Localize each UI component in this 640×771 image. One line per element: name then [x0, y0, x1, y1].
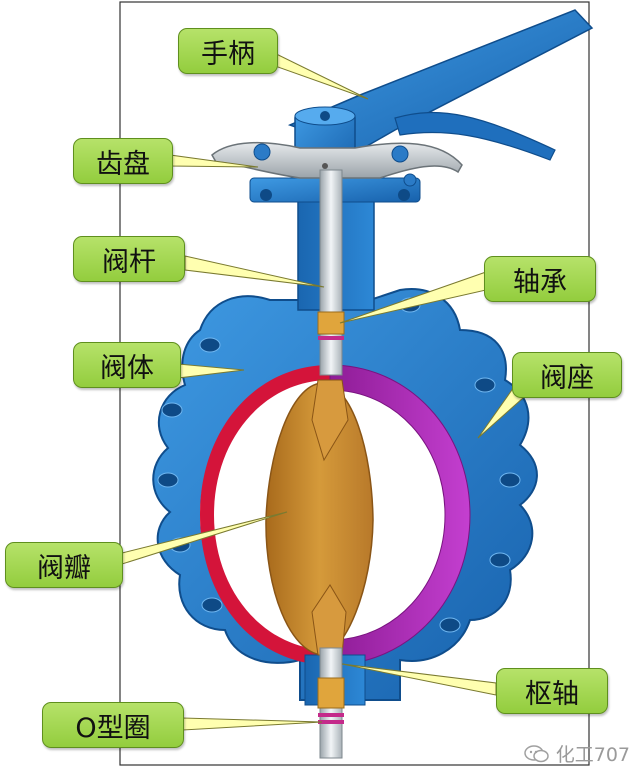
label-disc: 阀瓣: [5, 542, 123, 588]
bolt-hole: [474, 377, 496, 393]
disc: [265, 379, 374, 656]
gear-plate-bolt: [253, 143, 271, 161]
handle-trigger: [394, 111, 556, 161]
bolt-hole: [199, 337, 221, 353]
label-stem: 阀杆: [73, 236, 185, 282]
valve-body: [152, 288, 538, 706]
neck-bolt: [398, 189, 410, 201]
bolt-hole: [157, 472, 179, 488]
stem: [317, 169, 345, 376]
label-gear-plate: 齿盘: [73, 138, 173, 184]
label-body: 阀体: [73, 342, 181, 388]
gear-plate: [211, 141, 463, 187]
disc-upper-boss: [311, 379, 349, 462]
label-bearing: 轴承: [484, 256, 596, 302]
o-ring-lower: [318, 713, 344, 717]
label-seat: 阀座: [512, 352, 622, 398]
gear-plate-bolt: [403, 173, 417, 187]
gear-plate-hole: [322, 163, 328, 169]
leader-stem: [184, 255, 325, 288]
bolt-hole: [439, 617, 461, 633]
o-ring-lower-2: [318, 720, 344, 724]
bolt-hole: [499, 472, 521, 488]
bearing-lower: [317, 677, 345, 709]
o-ring-upper: [318, 336, 344, 340]
bearing-upper: [317, 311, 345, 335]
bolt-hole: [489, 552, 511, 568]
label-o-ring: O型圈: [42, 702, 184, 748]
watermark-text: 化工707: [555, 744, 630, 766]
neck-bolt: [260, 189, 272, 201]
stem-upper: [319, 169, 343, 376]
bolt-hole: [161, 402, 183, 418]
leader-o-ring: [182, 717, 323, 731]
valve-seat-front: [200, 365, 330, 665]
label-handle: 手柄: [178, 28, 278, 74]
gear-plate-bolt: [391, 145, 409, 163]
wechat-icon: [523, 744, 549, 762]
pivot-shaft: [317, 647, 345, 759]
bolt-hole: [201, 597, 223, 613]
handle-screw: [320, 111, 330, 121]
watermark: 化工707: [523, 740, 630, 767]
label-pivot-shaft: 枢轴: [496, 668, 608, 714]
